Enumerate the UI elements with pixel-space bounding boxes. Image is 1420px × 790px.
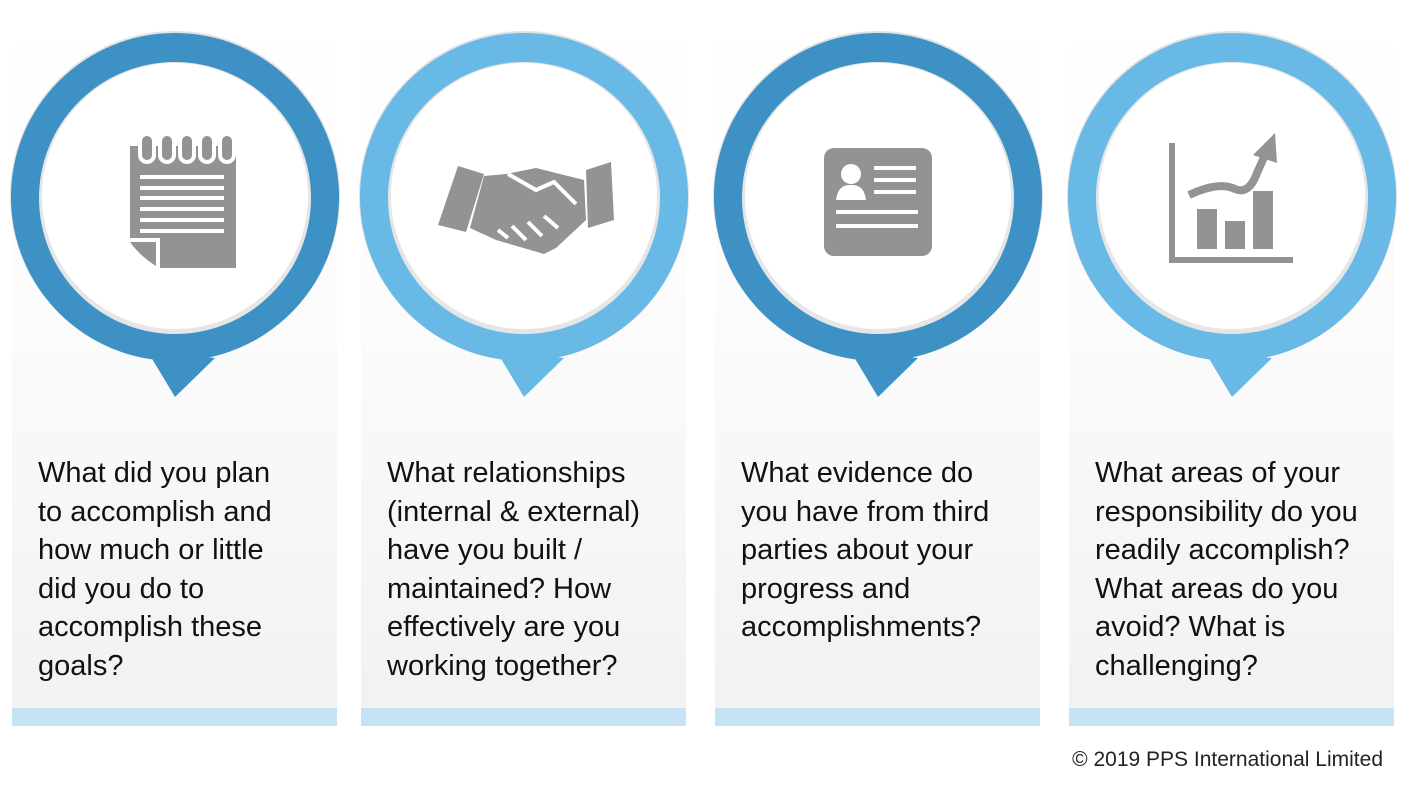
card-strip bbox=[12, 708, 337, 726]
card-question: What did you plan to accomplish and how … bbox=[38, 457, 272, 682]
card-strip bbox=[361, 708, 686, 726]
handshake-icon bbox=[438, 162, 614, 254]
copyright-text: © 2019 PPS International Limited bbox=[1072, 748, 1383, 771]
id-card-icon bbox=[824, 148, 932, 256]
growth-chart-icon bbox=[1169, 133, 1293, 263]
card-question: What evidence do you have from third par… bbox=[741, 457, 990, 643]
card-strip bbox=[1069, 708, 1394, 726]
card-question: What relationships (internal & external)… bbox=[387, 457, 641, 682]
pin-marker bbox=[1067, 31, 1397, 397]
card-question: What areas of your responsibility do you… bbox=[1095, 457, 1358, 682]
card-strip bbox=[715, 708, 1040, 726]
card-planning: What did you plan to accomplish and how … bbox=[10, 20, 340, 726]
notepad-icon bbox=[128, 132, 236, 270]
card-responsibility: What areas of your responsibility do you… bbox=[1067, 20, 1397, 726]
card-evidence: What evidence do you have from third par… bbox=[713, 20, 1043, 726]
card-relationships: What relationships (internal & external)… bbox=[359, 20, 689, 726]
